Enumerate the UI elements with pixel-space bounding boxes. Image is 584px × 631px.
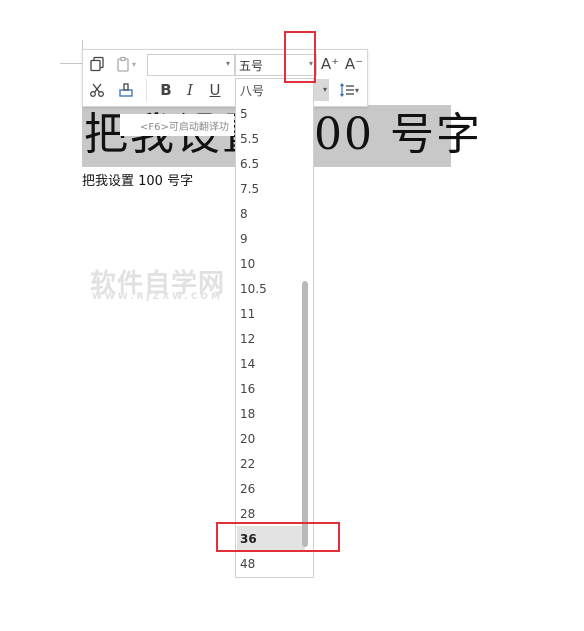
translate-hint-text: <F6>可启动翻译功 bbox=[140, 122, 229, 133]
font-size-option[interactable]: 11 bbox=[240, 307, 256, 321]
format-painter-button[interactable] bbox=[115, 79, 137, 101]
grow-font-button[interactable]: A⁺ bbox=[320, 55, 340, 73]
toolbar-separator bbox=[146, 79, 147, 101]
font-size-dropdown-list[interactable]: 八号 5 5.5 6.5 7.5 8 9 10 10.5 11 12 14 16… bbox=[235, 78, 314, 578]
font-size-option[interactable]: 26 bbox=[240, 482, 256, 496]
font-size-option[interactable]: 28 bbox=[240, 507, 256, 521]
copy-button[interactable] bbox=[86, 53, 108, 75]
paste-button[interactable]: ▾ bbox=[111, 53, 141, 75]
font-size-option[interactable]: 14 bbox=[240, 357, 256, 371]
font-size-option[interactable]: 9 bbox=[240, 232, 248, 246]
hint-bar bbox=[120, 114, 234, 136]
font-size-option[interactable]: 八号 bbox=[240, 84, 265, 98]
shrink-font-button[interactable]: A⁻ bbox=[344, 55, 364, 73]
font-size-option[interactable]: 22 bbox=[240, 457, 256, 471]
font-size-option[interactable]: 5 bbox=[240, 107, 248, 121]
highlight-box-dropdown-arrow bbox=[284, 31, 316, 83]
scissors-icon bbox=[90, 83, 104, 97]
font-size-option[interactable]: 48 bbox=[240, 557, 256, 571]
line-spacing-dropdown-arrow[interactable]: ▾ bbox=[354, 85, 359, 95]
align-dropdown-button[interactable]: ▾ bbox=[309, 79, 329, 101]
copy-icon bbox=[90, 56, 104, 72]
font-size-option[interactable]: 18 bbox=[240, 407, 256, 421]
underline-button[interactable]: U bbox=[209, 81, 221, 99]
align-dropdown-arrow: ▾ bbox=[322, 85, 327, 94]
format-painter-icon bbox=[119, 83, 133, 97]
page-margin-line bbox=[60, 63, 84, 64]
font-size-option[interactable]: 10 bbox=[240, 257, 256, 271]
font-size-option[interactable]: 20 bbox=[240, 432, 256, 446]
selected-option-highlight bbox=[237, 526, 305, 550]
floating-format-toolbar: ▾ ▾ 五号 ▾ A⁺ A⁻ B I U ▾ ▾ bbox=[82, 49, 368, 107]
font-size-option[interactable]: 7.5 bbox=[240, 182, 260, 196]
italic-button[interactable]: I bbox=[187, 81, 193, 99]
font-size-option[interactable]: 5.5 bbox=[240, 132, 260, 146]
font-size-option[interactable]: 6.5 bbox=[240, 157, 260, 171]
watermark-url: WWW.RJZXW.COM bbox=[92, 292, 224, 302]
font-size-option[interactable]: 12 bbox=[240, 332, 256, 346]
line-spacing-icon bbox=[340, 83, 354, 97]
dropdown-scrollbar-thumb[interactable] bbox=[302, 281, 308, 547]
font-size-option[interactable]: 10.5 bbox=[240, 282, 267, 296]
font-size-dropdown-arrow[interactable]: ▾ bbox=[308, 59, 313, 68]
body-text-line[interactable]: 把我设置 100 号字 bbox=[82, 174, 194, 189]
watermark-logo: 软件自学网 bbox=[90, 269, 226, 299]
font-size-option[interactable]: 8 bbox=[240, 207, 248, 221]
paste-icon bbox=[117, 56, 129, 72]
font-size-combobox[interactable]: 五号 ▾ bbox=[235, 54, 317, 76]
line-spacing-button[interactable]: ▾ bbox=[334, 79, 364, 101]
cut-button[interactable] bbox=[86, 79, 108, 101]
highlight-box-size-36 bbox=[216, 522, 340, 552]
bold-button[interactable]: B bbox=[160, 81, 172, 99]
font-size-option[interactable]: 16 bbox=[240, 382, 256, 396]
paste-dropdown-arrow[interactable]: ▾ bbox=[131, 59, 136, 69]
font-name-dropdown-arrow[interactable]: ▾ bbox=[225, 59, 230, 68]
font-size-option-selected[interactable]: 36 bbox=[240, 532, 257, 546]
font-size-value[interactable]: 五号 bbox=[239, 59, 264, 73]
font-name-combobox[interactable]: ▾ bbox=[147, 54, 235, 76]
